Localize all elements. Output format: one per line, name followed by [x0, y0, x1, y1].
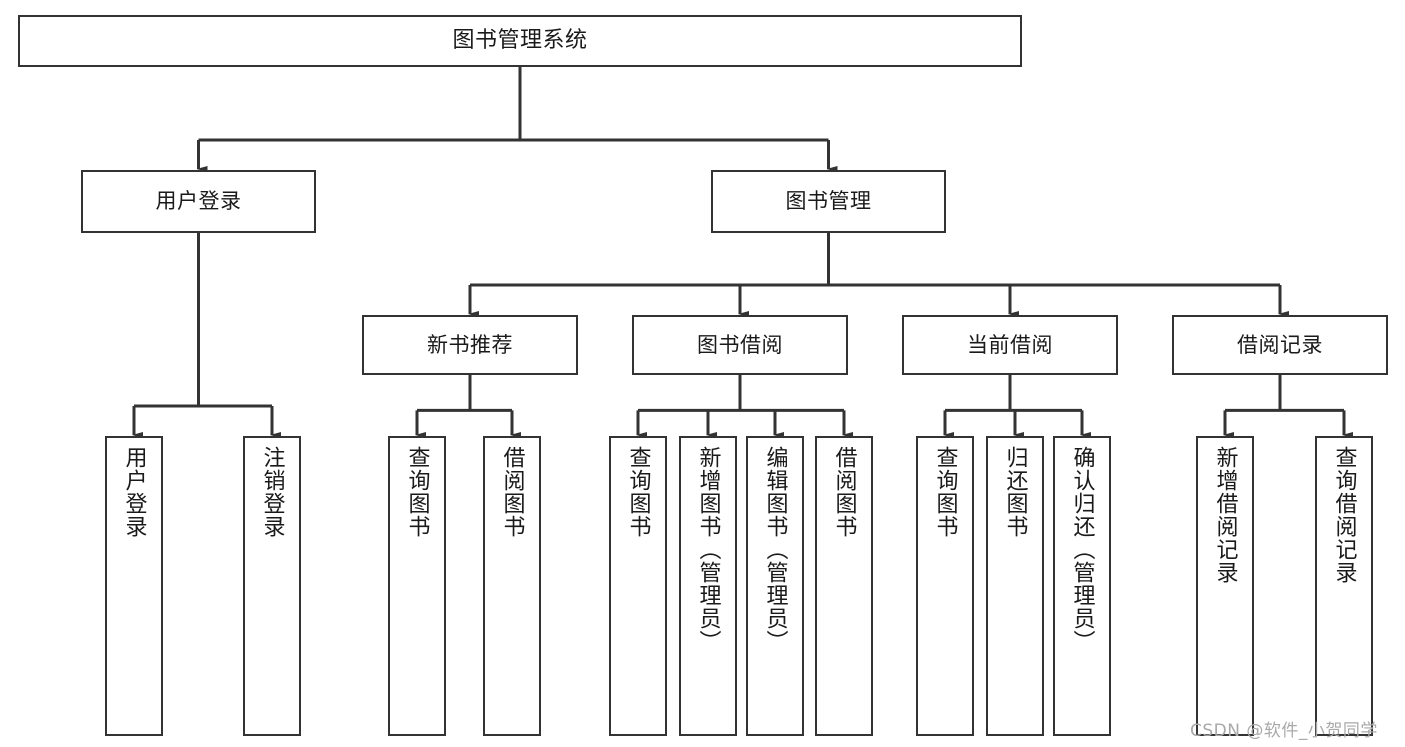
- node-label: 用户登录: [121, 446, 147, 538]
- node-label: 查询图书: [625, 446, 651, 538]
- node-leaf-borrow-book-bor[interactable]: 借阅图书: [815, 436, 873, 736]
- node-label: 图书管理: [785, 189, 872, 214]
- node-leaf-return-book[interactable]: 归还图书: [986, 436, 1044, 736]
- node-label: 图书管理系统: [452, 27, 588, 53]
- node-label: 图书借阅: [697, 332, 783, 357]
- node-current-borrow[interactable]: 当前借阅: [902, 315, 1118, 375]
- node-leaf-add-book[interactable]: 新增图书（管理员）: [679, 436, 737, 736]
- node-label: 当前借阅: [967, 332, 1053, 357]
- node-label: 查询借阅记录: [1331, 446, 1357, 584]
- node-label: 用户登录: [155, 189, 242, 214]
- node-leaf-add-record[interactable]: 新增借阅记录: [1196, 436, 1254, 736]
- node-label: 借阅图书: [499, 446, 525, 538]
- connector-lines: [132, 67, 1353, 438]
- node-leaf-edit-book[interactable]: 编辑图书（管理员）: [746, 436, 804, 736]
- node-label: 新增借阅记录: [1212, 446, 1238, 584]
- node-label: 新增图书（管理员）: [695, 446, 721, 653]
- node-leaf-user-login[interactable]: 用户登录: [105, 436, 163, 736]
- node-leaf-query-book-bor[interactable]: 查询图书: [609, 436, 667, 736]
- node-label: 注销登录: [259, 446, 285, 538]
- node-leaf-query-book-cur[interactable]: 查询图书: [916, 436, 974, 736]
- node-leaf-query-record[interactable]: 查询借阅记录: [1315, 436, 1373, 736]
- node-borrow-record[interactable]: 借阅记录: [1172, 315, 1388, 375]
- node-leaf-query-book-rec[interactable]: 查询图书: [388, 436, 446, 736]
- node-new-book-rec[interactable]: 新书推荐: [362, 315, 578, 375]
- node-label: 编辑图书（管理员）: [762, 446, 788, 653]
- node-label: 归还图书: [1002, 446, 1028, 538]
- node-root[interactable]: 图书管理系统: [18, 15, 1022, 67]
- node-label: 查询图书: [932, 446, 958, 538]
- node-leaf-confirm-return[interactable]: 确认归还（管理员）: [1053, 436, 1111, 736]
- node-book-borrow[interactable]: 图书借阅: [632, 315, 848, 375]
- node-label: 新书推荐: [427, 332, 513, 357]
- node-label: 确认归还（管理员）: [1069, 446, 1095, 653]
- node-label: 借阅记录: [1237, 332, 1323, 357]
- node-leaf-borrow-book-rec[interactable]: 借阅图书: [483, 436, 541, 736]
- node-user-login[interactable]: 用户登录: [81, 170, 316, 233]
- watermark-text: CSDN @软件_小贺同学: [1190, 721, 1378, 741]
- node-book-manage[interactable]: 图书管理: [711, 170, 946, 233]
- node-label: 借阅图书: [831, 446, 857, 538]
- node-label: 查询图书: [404, 446, 430, 538]
- node-leaf-user-logout[interactable]: 注销登录: [243, 436, 301, 736]
